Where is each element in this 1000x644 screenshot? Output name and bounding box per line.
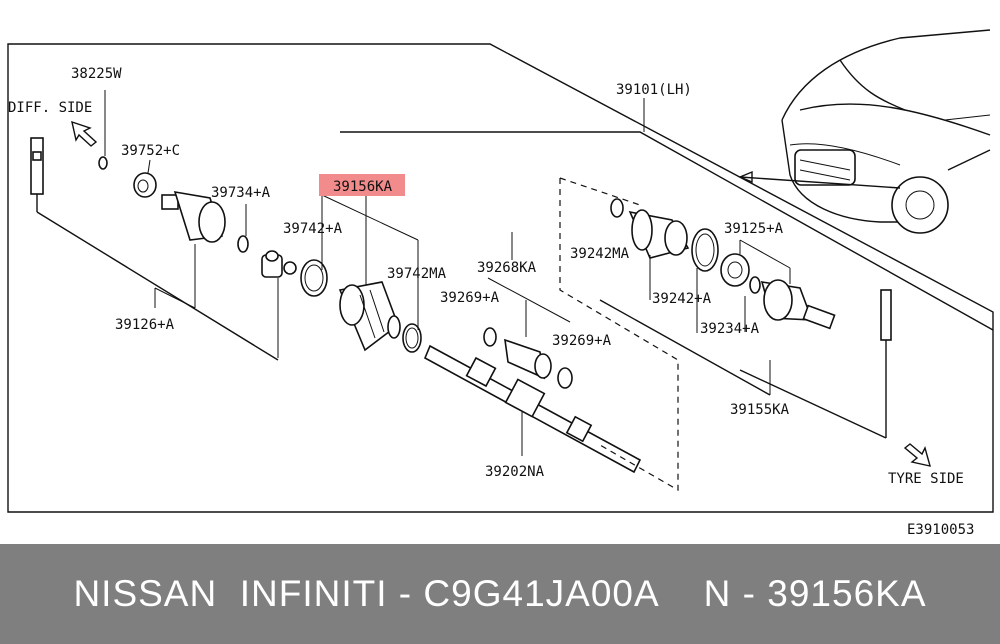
label-39742ma: 39742MA <box>387 266 447 282</box>
tyre-side-arrow-icon <box>903 443 931 467</box>
circlip-38225w <box>98 90 108 170</box>
band-39742ma <box>402 323 422 353</box>
label-39734a: 39734+A <box>211 185 271 201</box>
label-39268ka: 39268KA <box>477 260 537 276</box>
bands-39742a <box>300 259 328 297</box>
kit-leader-39155ka <box>599 299 771 396</box>
diff-side-arrow-icon <box>71 120 98 147</box>
label-39269a-bottom: 39269+A <box>552 333 612 349</box>
label-39242ma: 39242MA <box>570 246 630 262</box>
label-39752c: 39752+C <box>121 143 180 159</box>
damper-39268ka <box>483 277 573 389</box>
parts-diagram: DIFF. SIDE TYRE SIDE 38225W 39752+C 3973… <box>7 29 994 538</box>
cv-joint-39125a <box>720 239 836 332</box>
label-39125a: 39125+A <box>724 221 784 237</box>
inner-assembly-frame <box>340 131 994 331</box>
spider-assembly <box>261 250 297 358</box>
diagram-frame <box>7 43 994 513</box>
left-stud <box>30 137 279 361</box>
boot-39156ka <box>338 281 401 352</box>
label-39202na: 39202NA <box>485 464 545 480</box>
figure-code: E3910053 <box>907 522 974 538</box>
right-stud <box>739 289 892 439</box>
shaft-39202na <box>423 344 642 474</box>
boot-kit-39155ka <box>610 198 719 333</box>
selected-part-highlight <box>319 174 405 196</box>
label-38225w: 38225W <box>71 66 122 82</box>
snap-ring-39734a <box>237 204 249 253</box>
car-illustration <box>738 29 991 234</box>
tyre-side-label: TYRE SIDE <box>888 471 964 487</box>
label-39101lh: 39101(LH) <box>616 82 692 98</box>
footer-brand-code: NISSAN INFINITI - C9G41JA00A <box>73 573 660 614</box>
label-39156ka: 39156KA <box>333 179 393 195</box>
label-39269a-top: 39269+A <box>440 290 500 306</box>
label-39234a: 39234+A <box>700 321 760 337</box>
footer-band: NISSAN INFINITI - C9G41JA00A N - 39156KA <box>0 544 1000 644</box>
footer-part-number: N - 39156KA <box>703 573 927 614</box>
diff-side-label: DIFF. SIDE <box>8 100 92 116</box>
housing-39126a <box>161 190 226 308</box>
label-39742a: 39742+A <box>283 221 343 237</box>
seal-39752c <box>133 159 157 198</box>
label-39126a: 39126+A <box>115 317 175 333</box>
repair-kit-outline <box>559 178 679 492</box>
label-39155ka: 39155KA <box>730 402 790 418</box>
label-39242a: 39242+A <box>652 291 712 307</box>
